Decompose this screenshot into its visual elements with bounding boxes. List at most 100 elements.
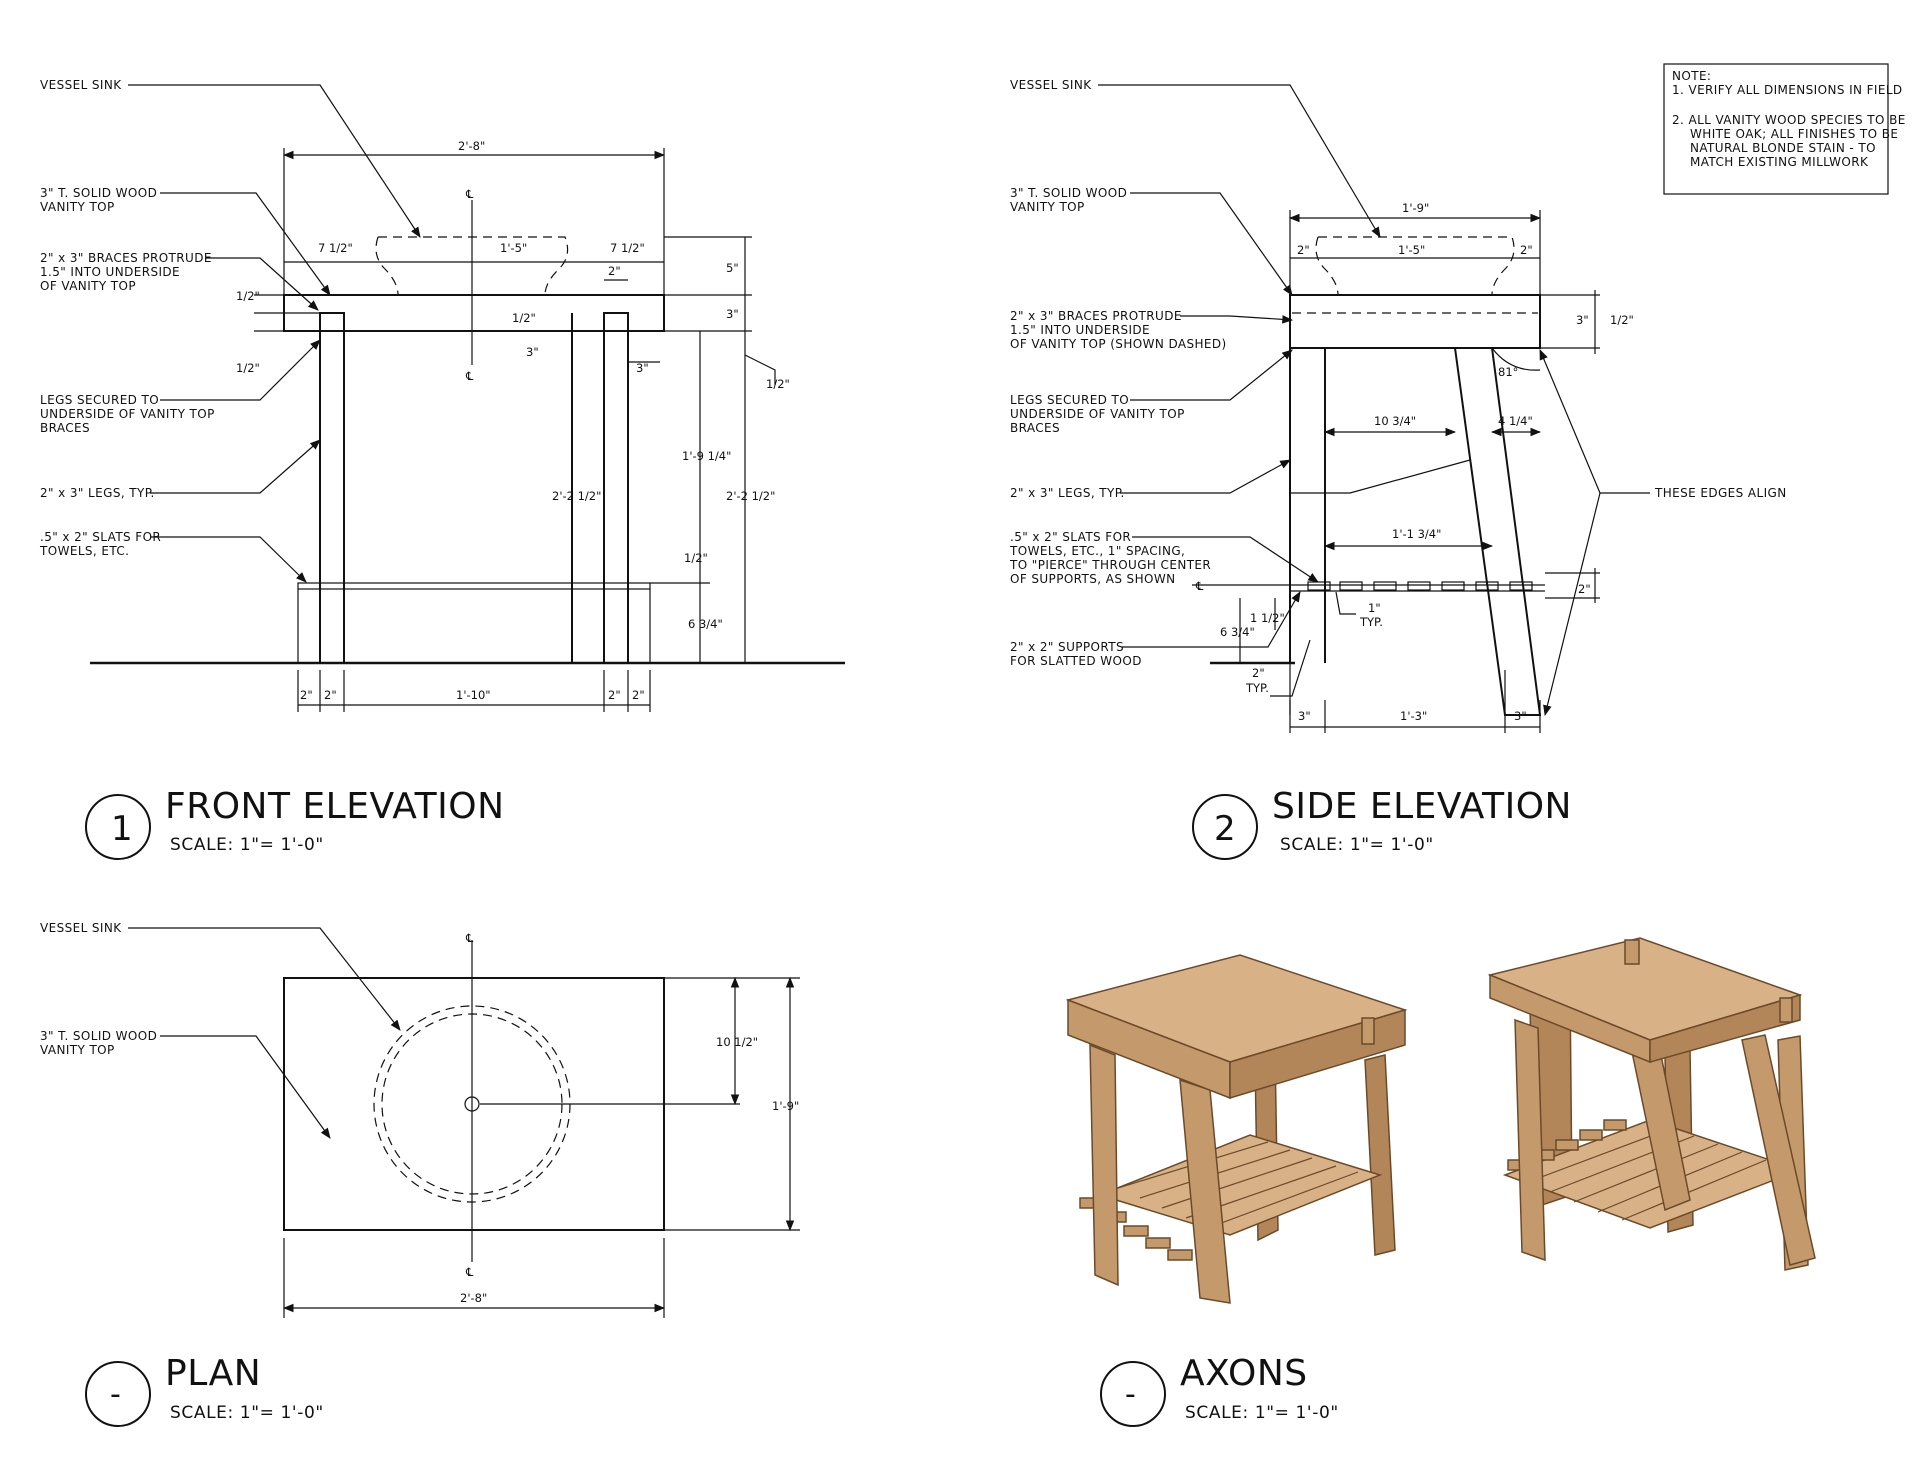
axons-title-circle <box>1100 1361 1166 1427</box>
plan-cl-bottom: ℄ <box>465 1265 474 1279</box>
side-title-number: 2 <box>1214 809 1236 849</box>
side-title: SIDE ELEVATION <box>1272 786 1572 827</box>
front-label-braces-3: OF VANITY TOP <box>40 279 136 293</box>
front-dim-bottom-mid: 1'-10" <box>456 688 491 702</box>
note-item-2-line-3: NATURAL BLONDE STAIN - TO <box>1690 141 1876 155</box>
side-label-top-1: 3" T. SOLID WOOD <box>1010 186 1127 200</box>
front-vessel-sink <box>375 236 569 296</box>
front-label-braces-1: 2" x 3" BRACES PROTRUDE <box>40 251 212 265</box>
plan-scale: SCALE: 1"= 1'-0" <box>170 1403 324 1423</box>
plan-title-circle <box>85 1361 151 1427</box>
side-dim-1-1-2: 1 1/2" <box>1250 611 1285 625</box>
side-label-supports-1: 2" x 2" SUPPORTS <box>1010 640 1124 654</box>
axon-front-view <box>1065 954 1408 1304</box>
side-dim-1-1-3-4: 1'-1 3/4" <box>1392 527 1441 541</box>
front-dim-sink-h: 5" <box>726 261 739 275</box>
side-label-braces-3: OF VANITY TOP (SHOWN DASHED) <box>1010 337 1227 351</box>
front-dim-brace-3: 3" <box>526 345 539 359</box>
front-dim-half-right: 1/2" <box>766 377 790 391</box>
front-dim-half-mid: 1/2" <box>512 311 536 325</box>
plan-view: ℄ ℄ 10 1/2" 1'-9" 2'-8" VESSEL SINK 3" T… <box>40 921 800 1427</box>
axons-title: AXONS <box>1180 1353 1308 1394</box>
front-dim-top-h: 3" <box>726 307 739 321</box>
side-label-braces-1: 2" x 3" BRACES PROTRUDE <box>1010 309 1182 323</box>
side-dim-2: 2" <box>1578 582 1591 596</box>
side-label-sink: VESSEL SINK <box>1010 78 1092 92</box>
side-label-slats-4: OF SUPPORTS, AS SHOWN <box>1010 572 1176 586</box>
front-label-slats-1: .5" x 2" SLATS FOR <box>40 530 161 544</box>
plan-dim-radius: 10 1/2" <box>716 1035 758 1049</box>
front-dim-leg-h-c: 2'-2 1/2" <box>726 489 775 503</box>
side-dim-bottom-3a: 3" <box>1298 709 1311 723</box>
front-slat <box>297 582 651 590</box>
side-title-circle <box>1192 794 1258 860</box>
note-header: NOTE: <box>1672 69 1711 83</box>
front-label-top-2: VANITY TOP <box>40 200 115 214</box>
front-label-legsec-3: BRACES <box>40 421 90 435</box>
note-box: NOTE: 1. VERIFY ALL DIMENSIONS IN FIELD … <box>1663 63 1905 195</box>
side-label-align: THESE EDGES ALIGN <box>1654 486 1787 500</box>
side-label-slats-3: TO "PIERCE" THROUGH CENTER <box>1009 558 1211 572</box>
plan-label-top-1: 3" T. SOLID WOOD <box>40 1029 157 1043</box>
side-dim-bottom-3b: 3" <box>1514 709 1527 723</box>
front-label-legs: 2" x 3" LEGS, TYP. <box>40 486 155 500</box>
front-dim-leg-h-a: 2'-2 1/2" <box>552 489 601 503</box>
note-item-2-line-2: WHITE OAK; ALL FINISHES TO BE <box>1690 127 1898 141</box>
plan-title: PLAN <box>165 1353 261 1394</box>
front-dim-bottom-2d: 2" <box>632 688 645 702</box>
side-elevation: ℄ 1'-9" 2" 1'-5" 2" 3" 1/2" 81° 10 3/4" … <box>1009 78 1787 860</box>
side-dim-right-2: 2" <box>1520 243 1533 257</box>
side-label-slats-1: .5" x 2" SLATS FOR <box>1010 530 1131 544</box>
front-title-circle <box>85 794 151 860</box>
front-dim-bottom-2a: 2" <box>300 688 313 702</box>
side-dim-sink-width: 1'-5" <box>1398 243 1425 257</box>
plan-cl-top: ℄ <box>465 931 474 945</box>
front-dim-overall: 2'-8" <box>458 139 485 153</box>
front-label-legsec-2: UNDERSIDE OF VANITY TOP <box>40 407 215 421</box>
side-vanity-top <box>1289 294 1541 349</box>
side-label-slats-2: TOWELS, ETC., 1" SPACING, <box>1009 544 1185 558</box>
front-dim-bottom-2c: 2" <box>608 688 621 702</box>
front-label-braces-2: 1.5" INTO UNDERSIDE <box>40 265 180 279</box>
front-label-legsec-1: LEGS SECURED TO <box>40 393 159 407</box>
front-title: FRONT ELEVATION <box>165 786 505 827</box>
side-dim-2typ-b: TYP. <box>1245 681 1269 695</box>
side-label-supports-2: FOR SLATTED WOOD <box>1010 654 1142 668</box>
front-label-top-1: 3" T. SOLID WOOD <box>40 186 157 200</box>
front-dim-right-overhang: 7 1/2" <box>610 241 645 255</box>
plan-dim-depth: 1'-9" <box>772 1099 799 1113</box>
front-dim-slat-h: 6 3/4" <box>688 617 723 631</box>
side-angled-leg <box>1453 347 1542 716</box>
front-right-leg <box>603 312 629 664</box>
side-label-legsec-1: LEGS SECURED TO <box>1010 393 1129 407</box>
front-elevation: ℄ ℄ 2'-8" 7 1/2" 1'-5" 7 1/2" 2" 5" 3" 1… <box>39 78 845 860</box>
side-dim-1typ-b: TYP. <box>1359 615 1383 629</box>
front-title-number: 1 <box>111 809 133 849</box>
side-dim-1typ-a: 1" <box>1368 601 1381 615</box>
side-label-top-2: VANITY TOP <box>1010 200 1085 214</box>
front-dim-slat-half: 1/2" <box>684 551 708 565</box>
front-dim-leg-width-top: 2" <box>608 264 621 278</box>
side-dim-half: 1/2" <box>1610 313 1634 327</box>
plan-title-number: - <box>110 1377 121 1412</box>
front-label-sink: VESSEL SINK <box>40 78 122 92</box>
side-cl: ℄ <box>1195 579 1204 593</box>
side-dim-6-3-4: 6 3/4" <box>1220 625 1255 639</box>
front-dim-sink-width: 1'-5" <box>500 241 527 255</box>
side-dim-4-1-4: 4 1/4" <box>1498 414 1533 428</box>
axon2-leg-left <box>1514 1018 1546 1262</box>
front-dim-brace-3b: 3" <box>636 361 649 375</box>
note-item-2-line-4: MATCH EXISTING MILLWORK <box>1690 155 1869 169</box>
side-dim-top-h: 3" <box>1576 313 1589 327</box>
plan-label-top-2: VANITY TOP <box>40 1043 115 1057</box>
front-dim-left-overhang: 7 1/2" <box>318 241 353 255</box>
front-dim-leg-h-b: 1'-9 1/4" <box>682 449 731 463</box>
front-dim-bottom-2b: 2" <box>324 688 337 702</box>
axon1-leg-left <box>1089 1043 1119 1287</box>
side-dim-10-3-4: 10 3/4" <box>1374 414 1416 428</box>
side-dim-overall: 1'-9" <box>1402 201 1429 215</box>
note-item-1: 1. VERIFY ALL DIMENSIONS IN FIELD <box>1672 83 1903 97</box>
side-dim-2typ-a: 2" <box>1252 666 1265 680</box>
front-left-leg <box>319 312 345 664</box>
front-label-slats-2: TOWELS, ETC. <box>39 544 129 558</box>
